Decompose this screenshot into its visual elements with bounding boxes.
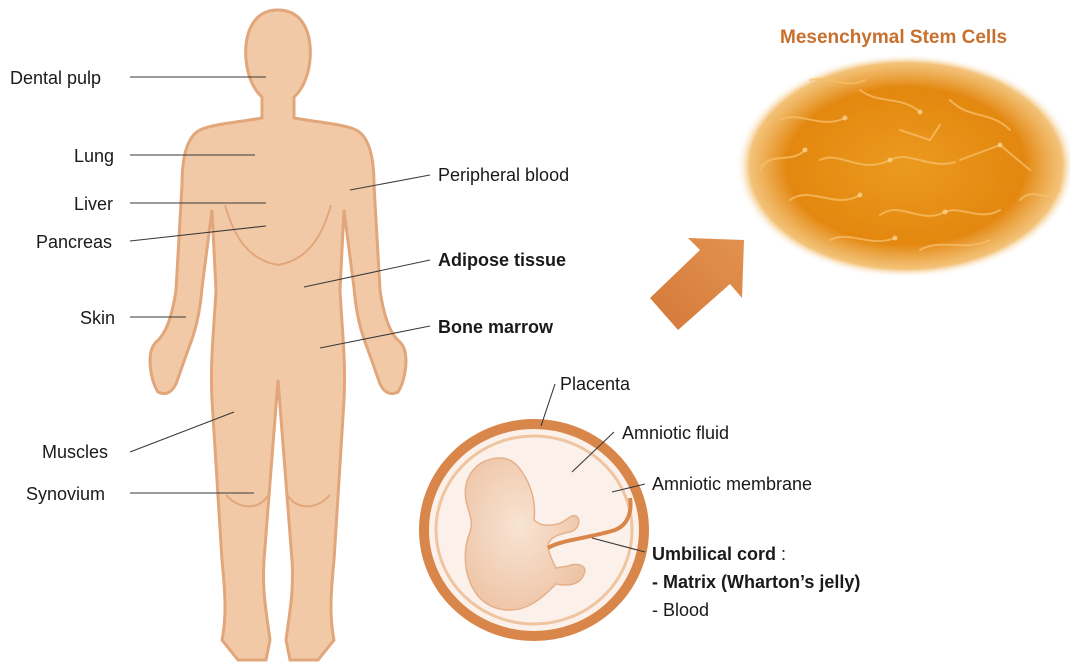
svg-text:Muscles: Muscles (42, 442, 108, 462)
label-placenta: Placenta (541, 374, 631, 426)
svg-text:Skin: Skin (80, 308, 115, 328)
svg-text:Synovium: Synovium (26, 484, 105, 504)
svg-text:Dental pulp: Dental pulp (10, 68, 101, 88)
svg-text:Peripheral blood: Peripheral blood (438, 165, 569, 185)
label-peripheral-blood: Peripheral blood (350, 165, 569, 190)
svg-text:Placenta: Placenta (560, 374, 631, 394)
svg-text:Umbilical cord :: Umbilical cord : (652, 544, 786, 564)
cells-title: Mesenchymal Stem Cells (780, 27, 1007, 48)
svg-text:Lung: Lung (74, 146, 114, 166)
label-blood: - Blood (652, 600, 709, 620)
svg-text:Adipose tissue: Adipose tissue (438, 250, 566, 270)
fetus-in-womb-icon (424, 424, 644, 636)
svg-text:Pancreas: Pancreas (36, 232, 112, 252)
label-muscles: Muscles (42, 412, 234, 462)
label-adipose-tissue: Adipose tissue (304, 250, 566, 287)
svg-text:Amniotic membrane: Amniotic membrane (652, 474, 812, 494)
human-body-icon (150, 10, 406, 660)
umbilical-cord-text: Umbilical cord (652, 544, 776, 564)
svg-text:Amniotic fluid: Amniotic fluid (622, 423, 729, 443)
label-dental-pulp: Dental pulp (10, 68, 266, 88)
cell-culture-icon (736, 54, 1070, 278)
umbilical-cord-colon: : (776, 544, 786, 564)
arrow-up-right-icon (650, 238, 744, 330)
label-amniotic-membrane: Amniotic membrane (612, 474, 812, 494)
label-bone-marrow: Bone marrow (320, 317, 554, 348)
label-matrix: - Matrix (Wharton’s jelly) (652, 572, 860, 592)
svg-text:Bone marrow: Bone marrow (438, 317, 554, 337)
svg-text:Liver: Liver (74, 194, 113, 214)
